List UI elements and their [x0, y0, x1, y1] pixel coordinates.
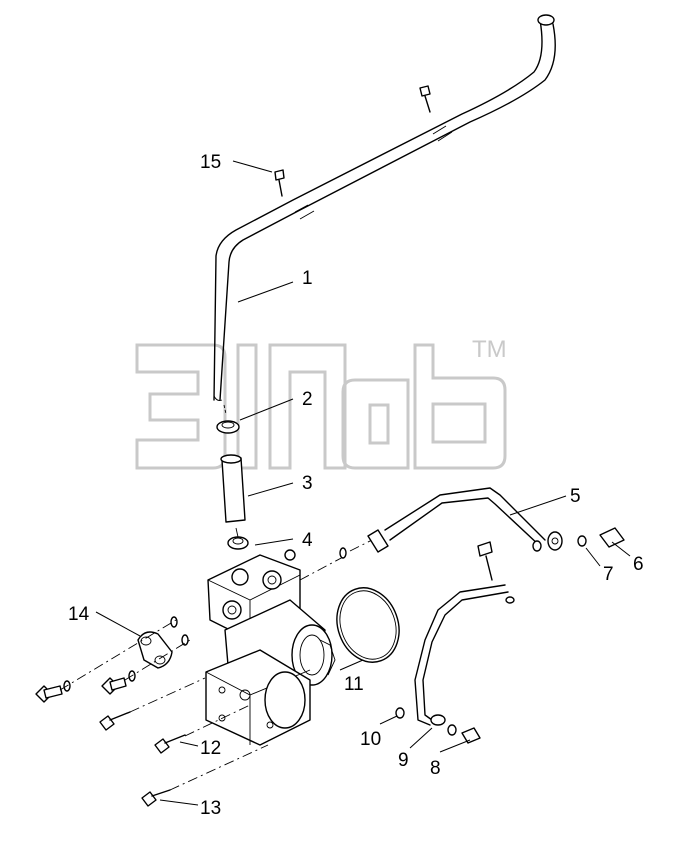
callout-8: 8 [430, 758, 441, 779]
callout-12: 12 [200, 738, 221, 759]
pipe-part-5 [339, 487, 563, 559]
trademark-mark: TM [472, 336, 507, 363]
clamp-part-4 [227, 536, 249, 550]
callout-10: 10 [360, 729, 381, 750]
callout-13: 13 [200, 798, 221, 819]
callout-4: 4 [302, 530, 313, 551]
callout-14: 14 [68, 604, 90, 625]
pipe-part-1 [213, 14, 556, 401]
callout-15: 15 [200, 152, 221, 173]
pipe-part-9 [395, 541, 515, 744]
callout-6: 6 [633, 554, 644, 575]
screw-part-15 [274, 85, 431, 197]
callout-9: 9 [398, 750, 409, 771]
callout-7: 7 [603, 564, 614, 585]
watermark-logo: TM [135, 336, 507, 470]
assembly-lines [59, 527, 373, 791]
callout-2: 2 [302, 389, 313, 410]
callout-11: 11 [344, 674, 364, 695]
banjo-fitting-part-14 [137, 631, 173, 669]
compressor [205, 549, 336, 746]
callout-5: 5 [570, 486, 581, 507]
gasket-part-11 [336, 587, 400, 663]
fitting-part-6 [577, 527, 625, 548]
hose-part-3 [220, 454, 246, 523]
callout-1: 1 [302, 268, 313, 289]
callout-labels: 1 2 3 4 5 6 7 8 9 10 11 12 13 14 15 [68, 152, 644, 819]
callout-3: 3 [302, 473, 313, 494]
clamp-part-2 [216, 404, 240, 434]
leader-lines [95, 160, 631, 806]
left-bolts [35, 616, 189, 807]
